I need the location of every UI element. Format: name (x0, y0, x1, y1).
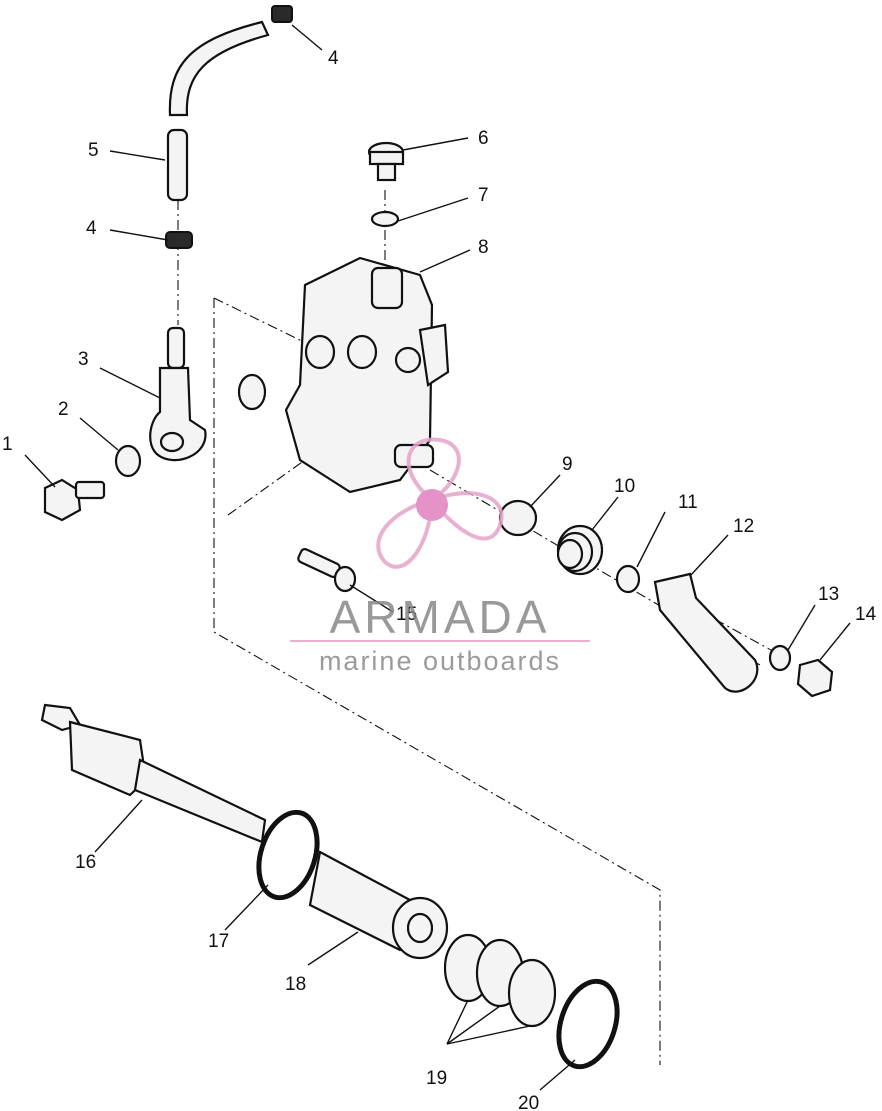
washer-2 (114, 444, 142, 478)
callout-20: 20 (518, 1093, 539, 1111)
fuel-hose-straight (166, 128, 189, 202)
screw-6 (367, 141, 405, 182)
washer-elbow (237, 373, 267, 411)
washers-19 (443, 933, 557, 1028)
callout-13: 13 (818, 584, 839, 605)
bushing-18 (308, 850, 449, 960)
spring-10 (556, 524, 604, 576)
callout-2: 2 (58, 399, 69, 420)
washer-7 (370, 210, 400, 228)
o-ring-17 (256, 809, 320, 901)
callout-18: 18 (285, 974, 306, 995)
assembly-lines (177, 190, 781, 1065)
clamp-bottom (165, 231, 193, 249)
drive-gear-shaft (40, 703, 267, 844)
clamp-top (271, 5, 293, 23)
banjo-bolt (43, 478, 106, 522)
watermark-name: ARMADA (330, 591, 551, 643)
propeller-logo-icon (376, 437, 504, 569)
callout-19: 19 (426, 1068, 447, 1089)
callout-5: 5 (88, 140, 99, 161)
callout-7: 7 (478, 185, 489, 206)
oil-pump-body (284, 256, 450, 494)
callout-14: 14 (855, 604, 877, 625)
control-lever-12 (653, 572, 759, 693)
callout-10: 10 (614, 476, 635, 497)
leader-lines (24, 24, 851, 1091)
callout-12: 12 (733, 516, 754, 537)
washer-13 (768, 644, 792, 672)
callout-1: 1 (2, 434, 13, 455)
callout-3: 3 (78, 349, 89, 370)
o-ring-20 (556, 978, 620, 1070)
watermark-divider (290, 640, 590, 642)
callout-17: 17 (208, 931, 229, 952)
callout-11: 11 (678, 492, 698, 513)
washer-11 (615, 564, 641, 594)
callout-15: 15 (396, 604, 417, 625)
elbow-fitting (149, 326, 207, 462)
callout-16: 16 (75, 852, 96, 873)
callout-4-top: 4 (328, 48, 339, 69)
callout-6: 6 (478, 128, 489, 149)
callout-8: 8 (478, 237, 489, 258)
bolt-15 (297, 547, 357, 593)
callout-9: 9 (562, 454, 573, 475)
fuel-hose-bent (168, 20, 270, 117)
callout-4-bottom: 4 (86, 218, 97, 239)
watermark-tagline: marine outboards (319, 646, 561, 676)
nut-14 (796, 658, 834, 698)
watermark: ARMADA marine outboards (290, 437, 590, 676)
callout-labels: 1 2 3 4 4 5 6 7 8 9 10 11 12 13 14 15 16… (2, 48, 877, 1111)
